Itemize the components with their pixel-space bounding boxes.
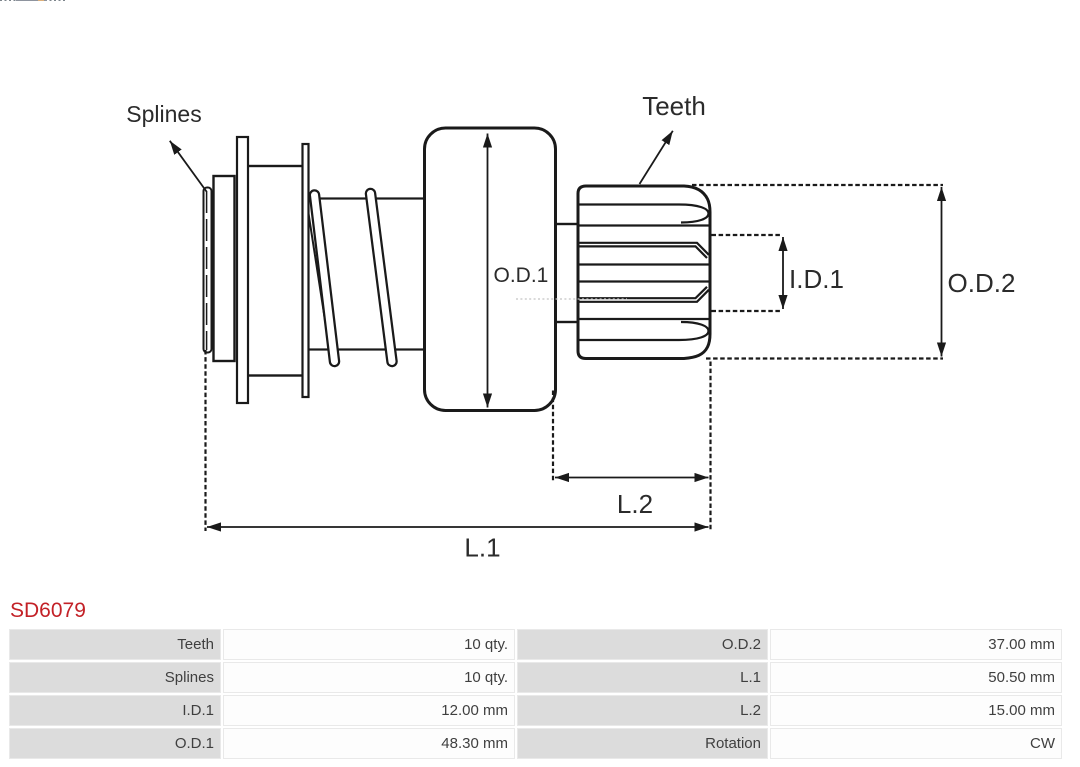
spec-value: 12.00 mm bbox=[223, 695, 515, 726]
spec-label: Teeth bbox=[9, 629, 221, 660]
spec-value: CW bbox=[770, 728, 1062, 759]
label-id1: I.D.1 bbox=[789, 264, 844, 294]
drum bbox=[245, 164, 306, 377]
spec-label: I.D.1 bbox=[9, 695, 221, 726]
starter-drive-body bbox=[202, 126, 712, 412]
technical-drawing: Splines Teeth O.D.1 I.D.1 O.D.2 L.2 L.1 bbox=[126, 91, 1016, 563]
spec-label: O.D.1 bbox=[9, 728, 221, 759]
extension-lines bbox=[204, 183, 943, 531]
top-edge-artifact bbox=[0, 0, 65, 2]
spec-value: 37.00 mm bbox=[770, 629, 1062, 660]
specs-table: Teeth 10 qty. O.D.2 37.00 mm Splines 10 … bbox=[7, 627, 1064, 761]
label-od2: O.D.2 bbox=[948, 268, 1016, 298]
pinion-outline bbox=[576, 184, 712, 360]
spec-value: 15.00 mm bbox=[770, 695, 1062, 726]
label-teeth: Teeth bbox=[642, 91, 706, 121]
label-l2: L.2 bbox=[617, 489, 653, 519]
table-row: I.D.1 12.00 mm L.2 15.00 mm bbox=[9, 695, 1062, 726]
table-row: Splines 10 qty. L.1 50.50 mm bbox=[9, 662, 1062, 693]
table-row: O.D.1 48.30 mm Rotation CW bbox=[9, 728, 1062, 759]
part-number: SD6079 bbox=[10, 599, 86, 622]
label-od1: O.D.1 bbox=[494, 264, 549, 287]
label-l1: L.1 bbox=[464, 533, 500, 563]
spec-label: Rotation bbox=[517, 728, 768, 759]
label-splines: Splines bbox=[126, 101, 201, 127]
spec-label: Splines bbox=[9, 662, 221, 693]
splines-pointer bbox=[169, 140, 208, 193]
spec-label: L.1 bbox=[517, 662, 768, 693]
flange-rear bbox=[301, 142, 310, 399]
pinion-teeth-lines bbox=[579, 203, 710, 342]
pointer-arrows bbox=[169, 130, 674, 193]
teeth-pointer bbox=[638, 130, 674, 185]
spec-value: 48.30 mm bbox=[223, 728, 515, 759]
collar bbox=[212, 174, 236, 363]
spring-coil-1 bbox=[308, 189, 341, 368]
spec-value: 10 qty. bbox=[223, 662, 515, 693]
splined-shaft bbox=[202, 186, 213, 354]
spec-value: 50.50 mm bbox=[770, 662, 1062, 693]
flange-front bbox=[235, 135, 250, 405]
table-row: Teeth 10 qty. O.D.2 37.00 mm bbox=[9, 629, 1062, 660]
spring-coil-2 bbox=[364, 187, 398, 368]
spec-value: 10 qty. bbox=[223, 629, 515, 660]
spec-label: O.D.2 bbox=[517, 629, 768, 660]
dimension-arrows bbox=[207, 133, 947, 532]
spec-label: L.2 bbox=[517, 695, 768, 726]
pinion bbox=[576, 184, 712, 360]
